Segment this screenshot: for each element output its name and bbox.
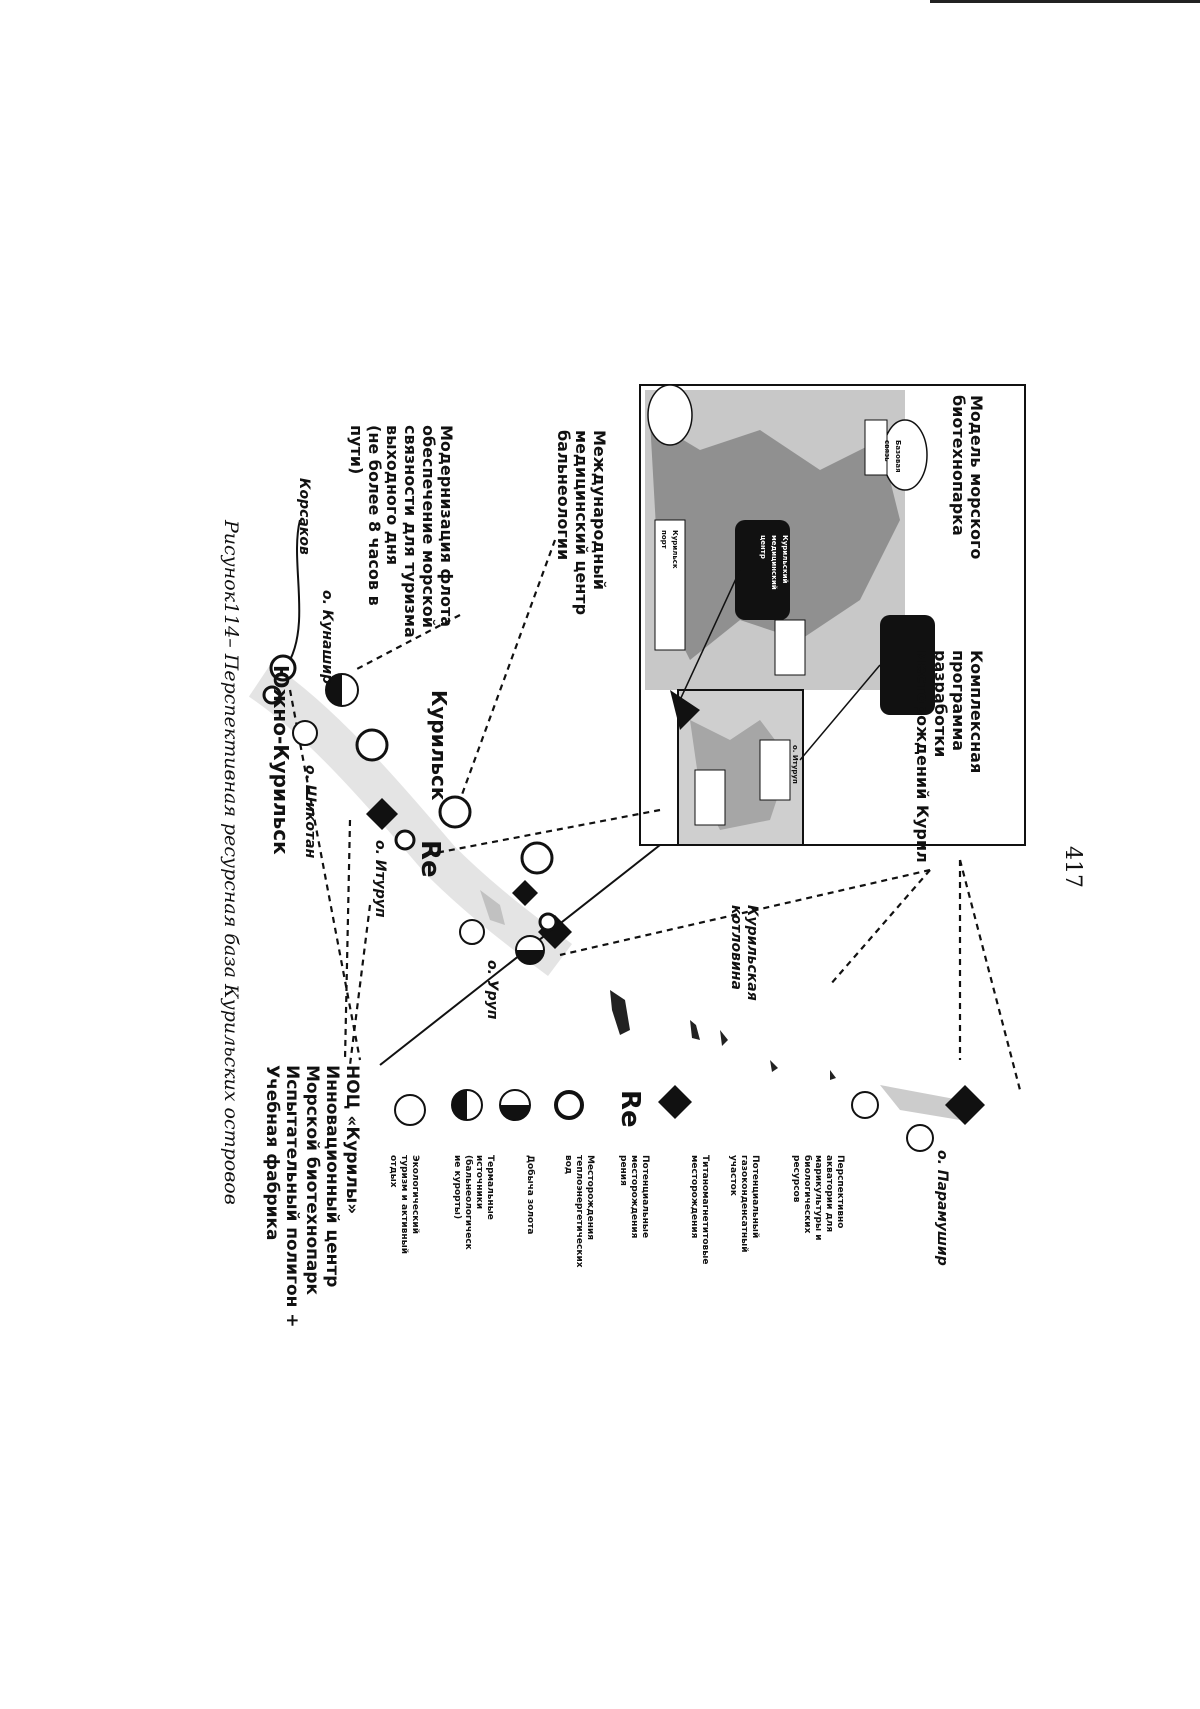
legend-icons xyxy=(394,1085,692,1126)
inset-callout-box xyxy=(759,739,791,801)
yuzhno-kurilsk-label: Южно-Курильск xyxy=(269,665,293,855)
legend-item: Потенциальный газоконденсатный участок xyxy=(728,1155,760,1253)
paramushir-label: о. Парамушир xyxy=(934,1150,950,1266)
dashed-line xyxy=(424,808,661,857)
inset-callout-box xyxy=(880,615,935,715)
kuril-basin-label: Курильская котловина xyxy=(728,905,760,1001)
island-shape xyxy=(830,1070,836,1080)
legend-item: Титаномагнетитовые месторождения xyxy=(689,1155,710,1265)
re-map-label: Re xyxy=(415,840,445,878)
dashed-line xyxy=(829,869,931,986)
top-rule xyxy=(930,0,1200,3)
inset-callout-oval xyxy=(647,384,693,446)
iturup-label: о. Итуруп xyxy=(372,840,388,918)
diamond-icon xyxy=(366,798,398,830)
kurilsk-label: Курильск xyxy=(427,690,451,801)
dashed-line xyxy=(343,819,352,1061)
island-chain xyxy=(248,663,573,976)
inset-callout-box xyxy=(694,769,726,826)
legend-item: Термальные источники (бальнеологическ ие… xyxy=(452,1155,495,1250)
ecotourism-icon xyxy=(906,1124,934,1152)
diamond-icon xyxy=(945,1085,985,1125)
inset-callout-box xyxy=(774,619,806,676)
re-legend-label: Re xyxy=(615,1090,645,1128)
thermal-springs-icon xyxy=(452,1090,467,1120)
dashed-line xyxy=(354,614,461,671)
legend-item: Перспективно акватории для марикультуры … xyxy=(791,1155,845,1241)
marker-group xyxy=(262,654,985,1152)
korsakov-label: Корсаков xyxy=(296,478,312,555)
korsakov-route xyxy=(289,519,301,661)
biotech-model-label: Модель морского биотехнопарка xyxy=(949,395,986,560)
thermal-springs-icon xyxy=(438,795,472,829)
shikotan-label: о. Шикотан xyxy=(302,765,318,859)
ecotourism-icon xyxy=(292,720,318,746)
geothermal-icon xyxy=(538,912,558,932)
geothermal-icon xyxy=(394,829,416,851)
thermal-springs-icon xyxy=(520,841,554,875)
island-shape xyxy=(770,1060,778,1072)
inset-arrow xyxy=(670,690,700,730)
gold-icon xyxy=(516,950,544,964)
geothermal-icon xyxy=(554,1090,584,1120)
geothermal-icon xyxy=(269,654,297,682)
complex-program-label: Комплексная программа разработки месторо… xyxy=(913,650,986,863)
diamond-icon xyxy=(658,1085,692,1119)
legend-item: Добыча золота xyxy=(525,1155,535,1235)
figure-caption: Рисунок114– Перспективная ресурсная база… xyxy=(220,520,242,1205)
legend-item: Экологический туризм и активный отдых xyxy=(388,1155,420,1255)
ecotourism-icon xyxy=(459,919,485,945)
urup-label: о. Уруп xyxy=(484,960,500,1020)
island-shape xyxy=(610,990,630,1035)
inset-callout-text: Базовая связь xyxy=(883,440,902,473)
inset-callout-box xyxy=(864,419,888,476)
fleet-modernization-label: Модернизация флота обеспечение морской с… xyxy=(347,425,456,638)
inset-connector xyxy=(679,569,741,701)
dashed-line xyxy=(458,539,557,801)
diamond-icon xyxy=(512,880,538,906)
inset-frame-outer xyxy=(639,384,1026,846)
dashed-line xyxy=(559,868,931,957)
kunashir-label: о. Кунашир xyxy=(319,590,335,685)
inset-callout-text: Курильский медицинский центр xyxy=(759,535,789,590)
medical-center-label: Международный медицинский центр бальнеол… xyxy=(554,430,609,616)
gold-icon xyxy=(500,1105,530,1120)
inset-connector xyxy=(799,664,881,761)
island-shape xyxy=(720,1030,728,1046)
thermal-springs-icon xyxy=(355,728,389,762)
inset-callout-text: о. Итуруп xyxy=(791,745,799,784)
noc-block: НОЦ «Курилы» Инновационный центр Морской… xyxy=(262,1065,362,1328)
dashed-line xyxy=(288,689,362,1061)
island-shape xyxy=(690,1020,700,1040)
ecotourism-icon xyxy=(851,1091,879,1119)
geothermal-icon xyxy=(262,685,282,705)
inset-callout-box xyxy=(735,520,790,620)
island-shape xyxy=(480,890,505,925)
ecotourism-icon xyxy=(394,1094,426,1126)
inset-callout-box xyxy=(654,519,686,651)
gold-icon xyxy=(326,674,342,706)
dashed-line xyxy=(348,904,372,1066)
legend-item: Месторождения теплоэнергетических вод xyxy=(563,1155,595,1268)
inset-callout-text: Курильск порт xyxy=(660,530,679,569)
legend-item: Потенциальные месторождения рения xyxy=(618,1155,650,1239)
dashed-line xyxy=(958,859,1022,1091)
